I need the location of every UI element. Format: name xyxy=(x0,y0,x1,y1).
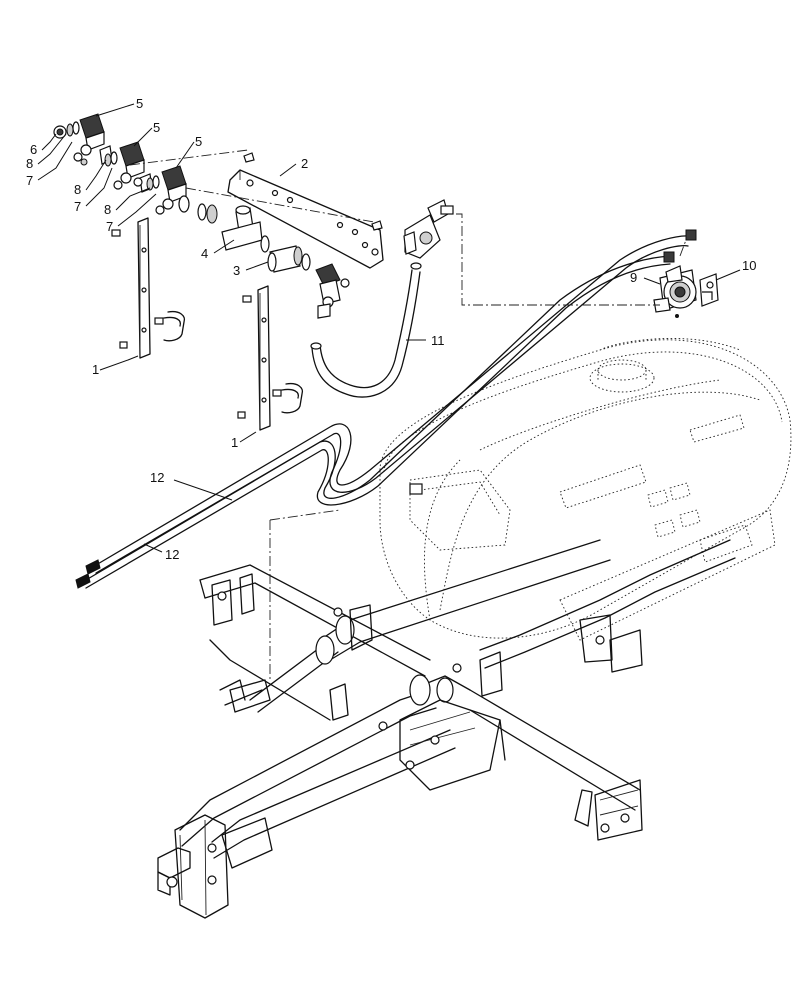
callout-9: 9 xyxy=(630,270,637,285)
callout-7-c: 7 xyxy=(106,219,113,234)
callout-3: 3 xyxy=(233,263,240,278)
callout-5-c: 5 xyxy=(195,134,202,149)
callout-4: 4 xyxy=(201,246,208,261)
callout-1-right: 1 xyxy=(231,435,238,450)
nozzle-group-3 xyxy=(133,165,187,215)
callout-8-b: 8 xyxy=(74,182,81,197)
callout-7-a: 7 xyxy=(26,173,33,188)
tank-fitting xyxy=(409,483,423,495)
callout-12-b: 12 xyxy=(165,547,179,562)
spray-tank xyxy=(379,338,792,641)
end-nozzle xyxy=(315,263,350,319)
vertical-bracket-1-right xyxy=(237,285,304,431)
mount-bracket-10 xyxy=(699,273,719,307)
vertical-bracket-1-left xyxy=(111,217,186,359)
leader-lines xyxy=(37,103,741,553)
mount-plate-2 xyxy=(227,152,384,269)
callout-8-a: 8 xyxy=(26,156,33,171)
callout-5-b: 5 xyxy=(153,120,160,135)
nozzle-group-2 xyxy=(104,141,153,193)
fitting-3 xyxy=(267,245,311,273)
callout-12-a: 12 xyxy=(150,470,164,485)
callout-11: 11 xyxy=(431,333,445,348)
callout-10: 10 xyxy=(742,258,756,273)
hose-11 xyxy=(310,199,454,398)
fitting-4 xyxy=(178,195,270,253)
callout-7-b: 7 xyxy=(74,199,81,214)
callout-labels: 1 1 2 3 4 5 5 5 6 7 7 7 8 8 8 9 10 11 12… xyxy=(26,96,756,562)
cart-frame xyxy=(157,539,736,919)
pump-9 xyxy=(653,265,697,318)
callout-6: 6 xyxy=(30,142,37,157)
callout-1-left: 1 xyxy=(92,362,99,377)
callout-8-c: 8 xyxy=(104,202,111,217)
hose-assembly-12 xyxy=(75,229,697,589)
callout-5-a: 5 xyxy=(136,96,143,111)
callout-2: 2 xyxy=(301,156,308,171)
assembly-lines xyxy=(129,149,687,680)
